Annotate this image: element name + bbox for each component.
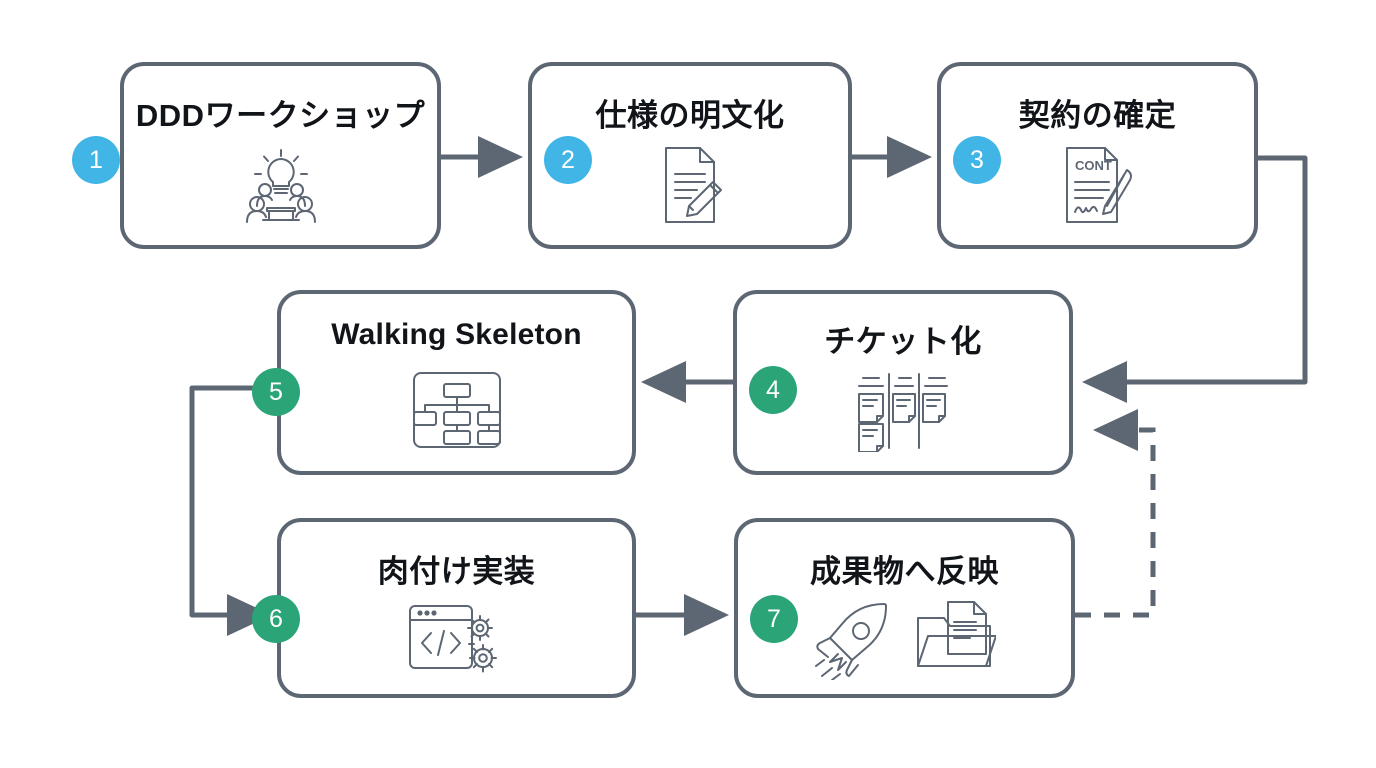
node-box-2[interactable]: 仕様の明文化 2 [528,62,852,249]
connector-node7-to-node4-feedback [1075,409,1156,618]
hierarchy-sitemap-icon [281,370,632,450]
connector-node3-to-node4 [1081,155,1308,403]
node-6-number: 6 [269,604,283,633]
node-2-title: 仕様の明文化 [595,98,785,133]
node-1-title: DDDワークショップ [135,98,426,133]
node-4-title: チケット化 [824,324,982,359]
node-box-4[interactable]: チケット化 4 [733,290,1073,475]
contract-icon-label: CONT [1075,158,1112,173]
node-box-5[interactable]: Walking Skeleton 5 [252,290,636,475]
node-7-title: 成果物へ反映 [810,554,999,589]
node-7-badge: 7 [750,595,798,643]
document-pencil-icon [532,144,848,226]
node-box-7[interactable]: 成果物へ反映 [734,518,1075,698]
node-box-1[interactable]: DDDワークショップ [72,62,441,249]
node-3-badge: 3 [953,136,1001,184]
rocket-folder-document-icon [738,598,1071,680]
node-5-number: 5 [269,377,283,406]
node-4-number: 4 [766,375,780,404]
kanban-board-icon [737,366,1069,452]
node-4-badge: 4 [749,366,797,414]
code-window-gears-icon [281,600,632,682]
node-1-number: 1 [89,145,103,174]
connector-node5-to-node6 [189,385,277,636]
workshop-lightbulb-people-icon [124,146,437,230]
node-1-badge: 1 [72,136,120,184]
node-3-number: 3 [970,145,984,174]
node-5-title: Walking Skeleton [331,318,582,351]
node-box-6[interactable]: 肉付け実装 6 [252,518,636,698]
node-box-3[interactable]: 契約の確定 CONT 3 [937,62,1258,249]
node-6-badge: 6 [252,595,300,643]
contract-signature-icon: CONT [941,144,1254,226]
node-2-badge: 2 [544,136,592,184]
node-6-title: 肉付け実装 [377,554,536,589]
node-5-badge: 5 [252,368,300,416]
node-2-number: 2 [561,145,575,174]
node-3-title: 契約の確定 [1018,98,1177,133]
node-7-number: 7 [767,604,781,633]
